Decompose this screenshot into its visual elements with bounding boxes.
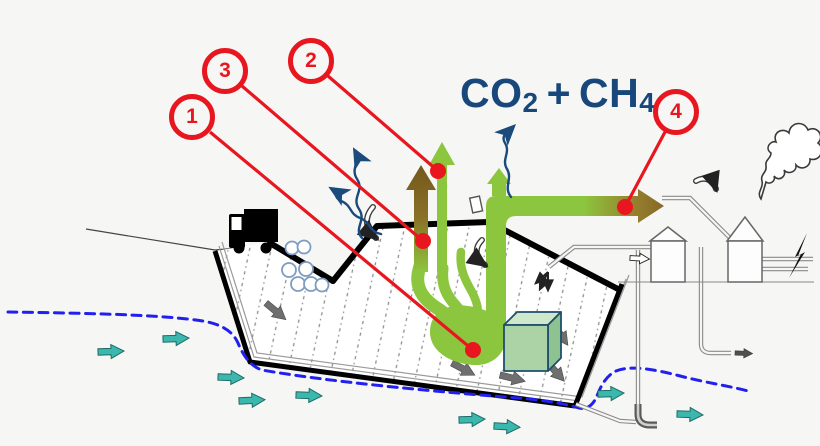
callout-number: 1 bbox=[186, 105, 198, 128]
gas-emission-arrow bbox=[406, 165, 436, 272]
waste-bales-icon bbox=[281, 239, 330, 293]
garbage-truck-icon bbox=[229, 209, 278, 254]
gas-vent-arrow bbox=[429, 142, 455, 272]
groundwater-table-line bbox=[6, 310, 750, 410]
callout-number: 2 bbox=[305, 49, 317, 72]
gas-and-leachate-pipes bbox=[547, 195, 814, 429]
fugitive-emission-arrows bbox=[328, 123, 517, 240]
callout-marker-1: 1 bbox=[169, 94, 215, 140]
vent-arrowhead bbox=[487, 168, 511, 196]
callout-number: 4 bbox=[670, 100, 682, 123]
cap-vent-chimney bbox=[468, 195, 484, 214]
callout-number: 3 bbox=[219, 59, 231, 82]
formula-term1: CO bbox=[460, 70, 523, 116]
gas-collection-cube bbox=[503, 311, 562, 372]
flare-stack-icon bbox=[789, 233, 807, 278]
callout-leader-lines bbox=[208, 74, 667, 358]
landfill-liner bbox=[212, 241, 630, 409]
formula-term2-subscript: 4 bbox=[639, 87, 656, 118]
formula-term1-subscript: 2 bbox=[522, 87, 539, 118]
flow-arrow-icon bbox=[629, 252, 651, 265]
treatment-building-1 bbox=[647, 226, 689, 283]
callout-marker-4: 4 bbox=[653, 89, 699, 135]
gas-collection-point bbox=[534, 271, 554, 293]
callout-marker-3: 3 bbox=[202, 48, 248, 94]
smoke-plume-icon bbox=[758, 122, 820, 201]
landfill-gas-streams bbox=[411, 247, 506, 366]
gas-extraction-pipe bbox=[486, 168, 664, 312]
formula-term2: CH bbox=[579, 70, 640, 116]
gas-formula-label: CO2+CH4 bbox=[460, 70, 655, 119]
formula-operator: + bbox=[546, 70, 572, 116]
callout-marker-2: 2 bbox=[288, 38, 334, 84]
treatment-building-2 bbox=[725, 215, 765, 283]
